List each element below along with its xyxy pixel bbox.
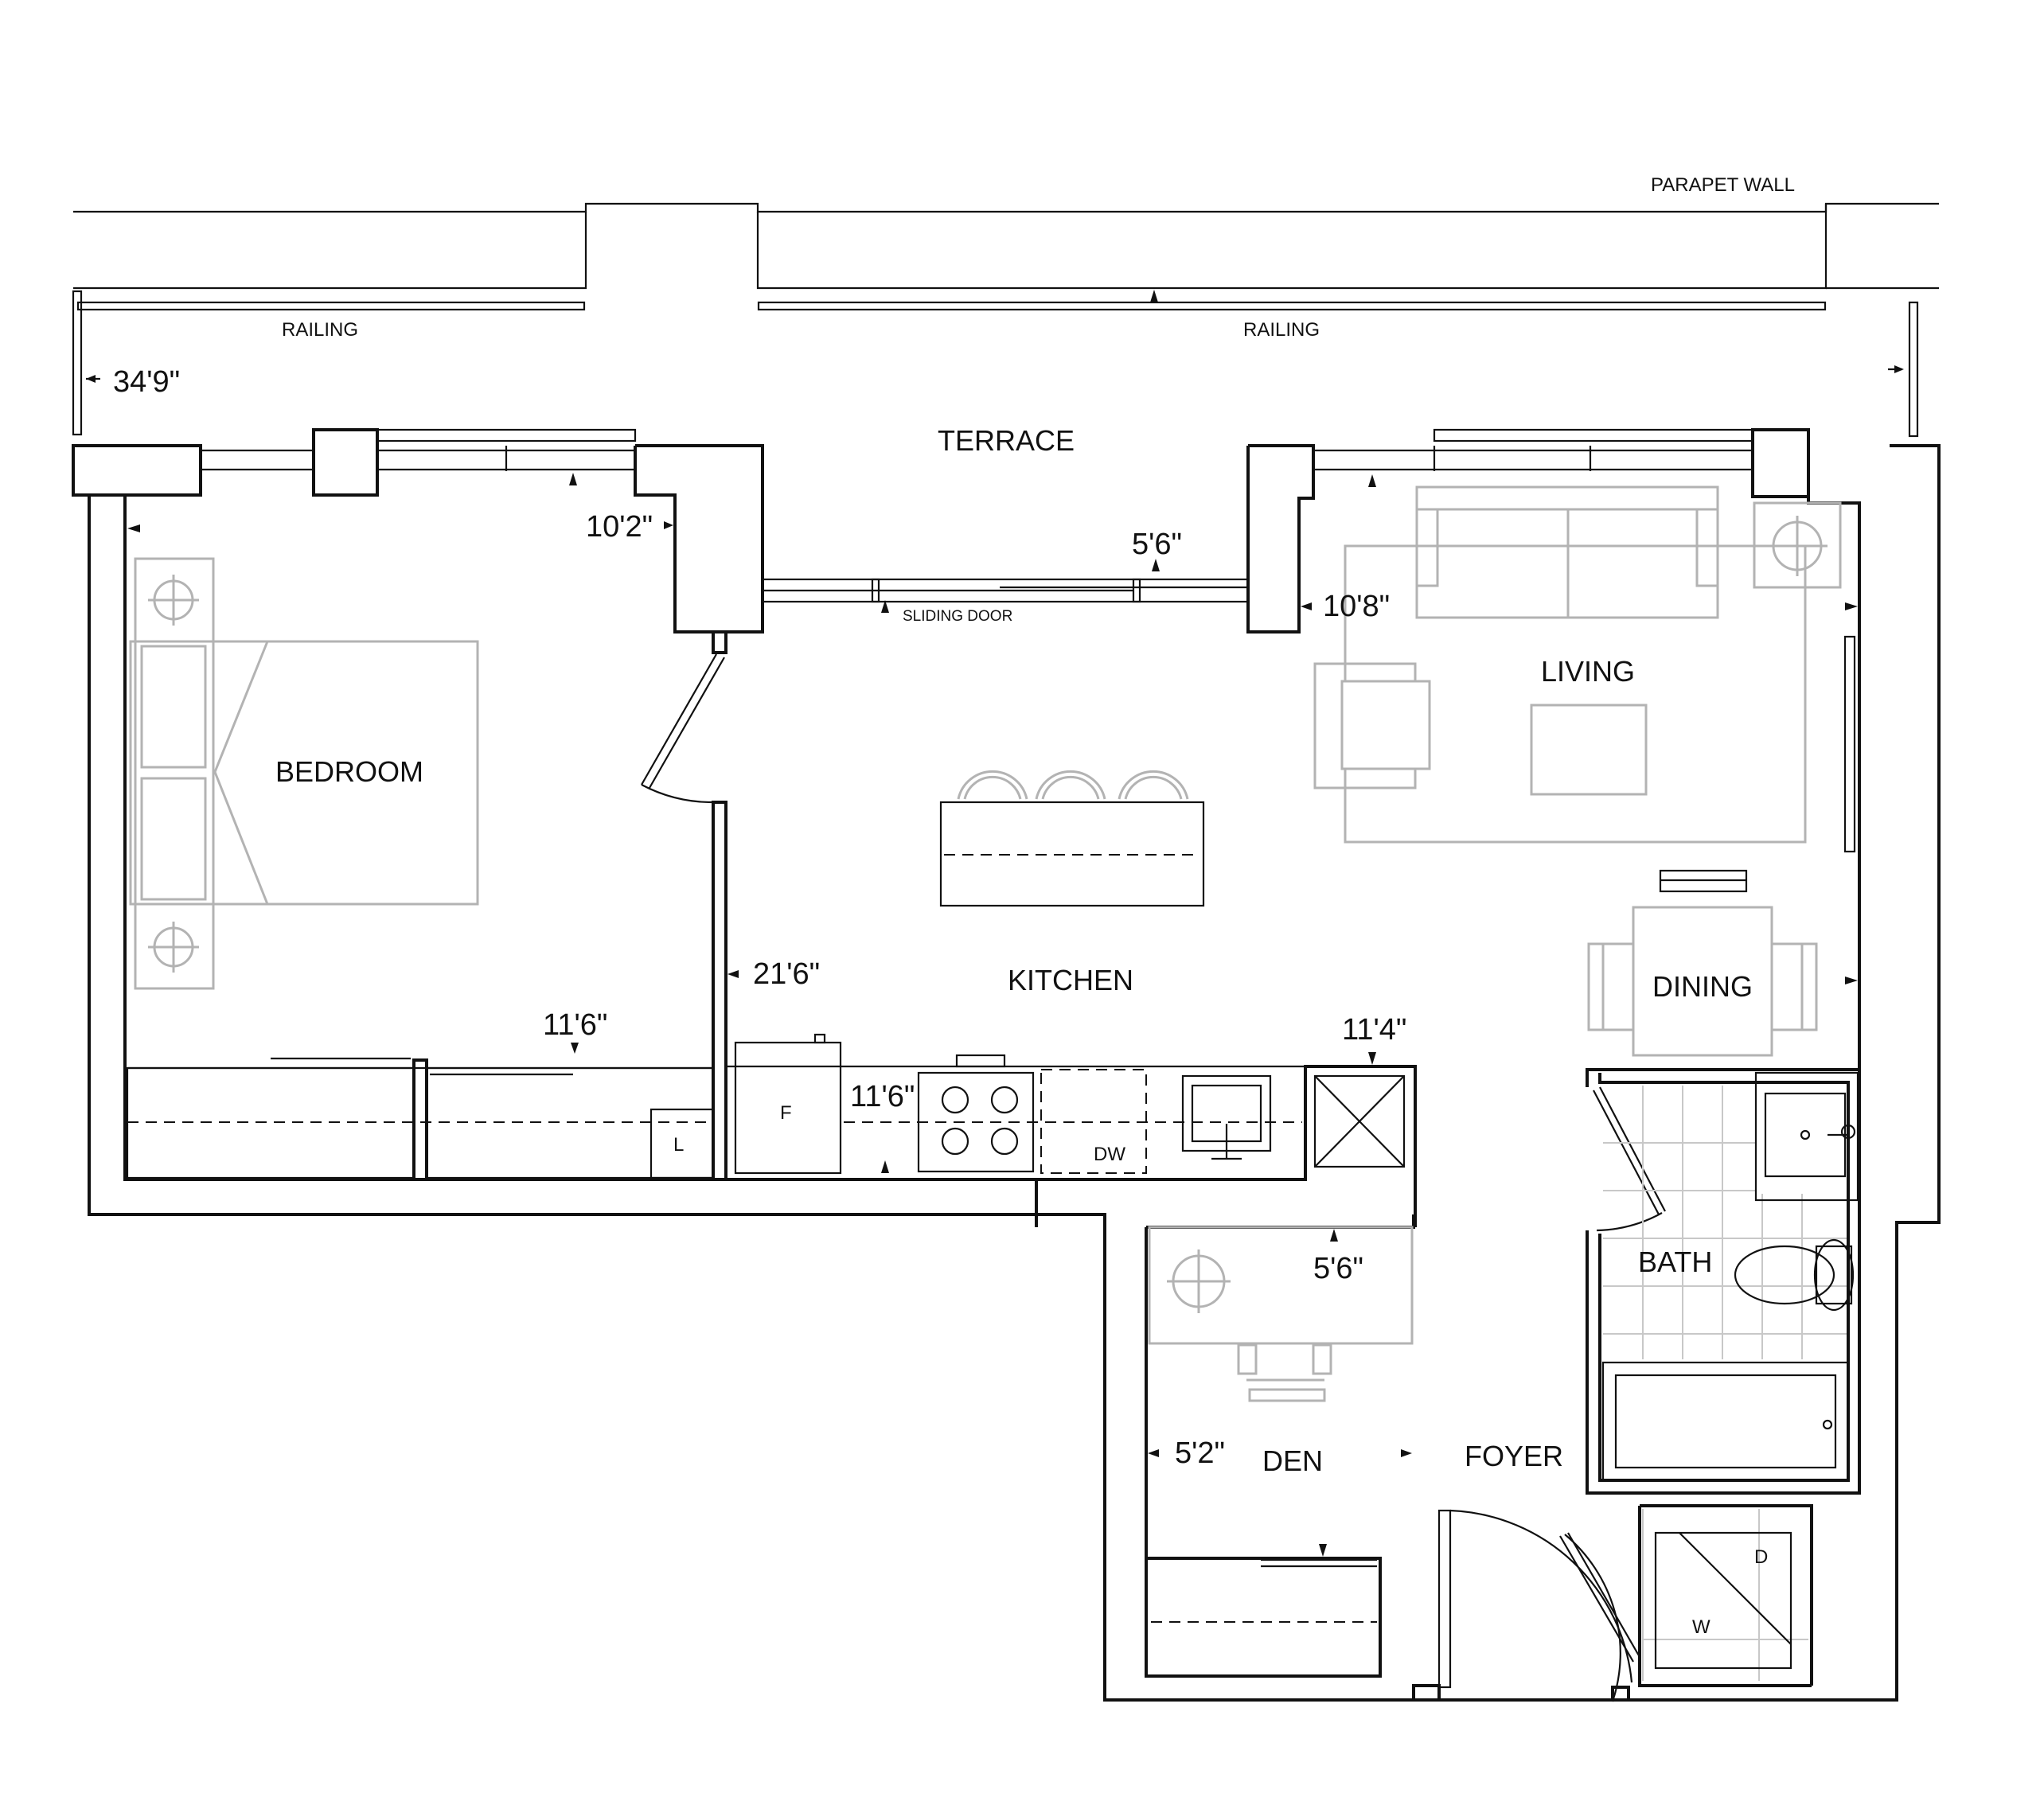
dim-den-depth: 5'6" [1313, 1252, 1363, 1285]
living-label: LIVING [1541, 655, 1635, 688]
kitchen-label: KITCHEN [1008, 964, 1133, 996]
dim-living-width: 11'4" [1342, 1013, 1406, 1047]
bath-label: BATH [1638, 1246, 1712, 1278]
railing-right-label: RAILING [1243, 319, 1320, 341]
parapet-wall-label: PARAPET WALL [1651, 174, 1795, 196]
dim-sliding-door: 5'6" [1132, 528, 1182, 561]
bedroom-closets [126, 1057, 715, 1181]
linen-closet-label: L [673, 1134, 684, 1156]
dryer-label: D [1754, 1546, 1768, 1568]
bedroom-label: BEDROOM [275, 755, 423, 788]
parapet-wall [73, 202, 1939, 290]
washer-dryer [1654, 1531, 1792, 1670]
dim-kitchen-counter: 11'6" [850, 1080, 915, 1113]
terrace-label: TERRACE [938, 424, 1075, 457]
washer-label: W [1692, 1616, 1710, 1638]
dishwasher-label: DW [1094, 1144, 1125, 1165]
exterior-walls [72, 428, 1941, 1702]
bath-door [1593, 1086, 1666, 1232]
kitchen-island [939, 770, 1205, 907]
kitchen-counter [726, 1033, 1417, 1227]
dim-bedroom-depth: 10'2" [586, 510, 653, 544]
bedroom-door [641, 653, 725, 804]
living-furniture [1313, 485, 1842, 1057]
interior-walls [1145, 1055, 1861, 1700]
dimension-markers [86, 290, 1904, 1557]
bed [129, 557, 479, 990]
dim-overall-width: 34'9" [113, 365, 180, 399]
foyer-label: FOYER [1465, 1440, 1563, 1472]
fridge-label: F [780, 1102, 792, 1124]
dining-label: DINING [1652, 970, 1753, 1003]
dim-living-depth: 10'8" [1323, 590, 1390, 623]
dim-den-width: 5'2" [1175, 1437, 1225, 1470]
railing [72, 290, 1919, 438]
railing-left-label: RAILING [282, 319, 358, 341]
den-label: DEN [1262, 1444, 1323, 1477]
dim-bedroom-width: 11'6" [543, 1008, 607, 1042]
entry-door [1437, 1509, 1633, 1689]
dim-kitchen-length: 21'6" [753, 957, 820, 991]
laundry-door [1559, 1532, 1640, 1702]
bath-fixtures [1601, 1071, 1859, 1482]
bath-tiles [1603, 1086, 1847, 1681]
den-furniture [1148, 1226, 1414, 1402]
sliding-door-label: SLIDING DOOR [903, 608, 1012, 625]
